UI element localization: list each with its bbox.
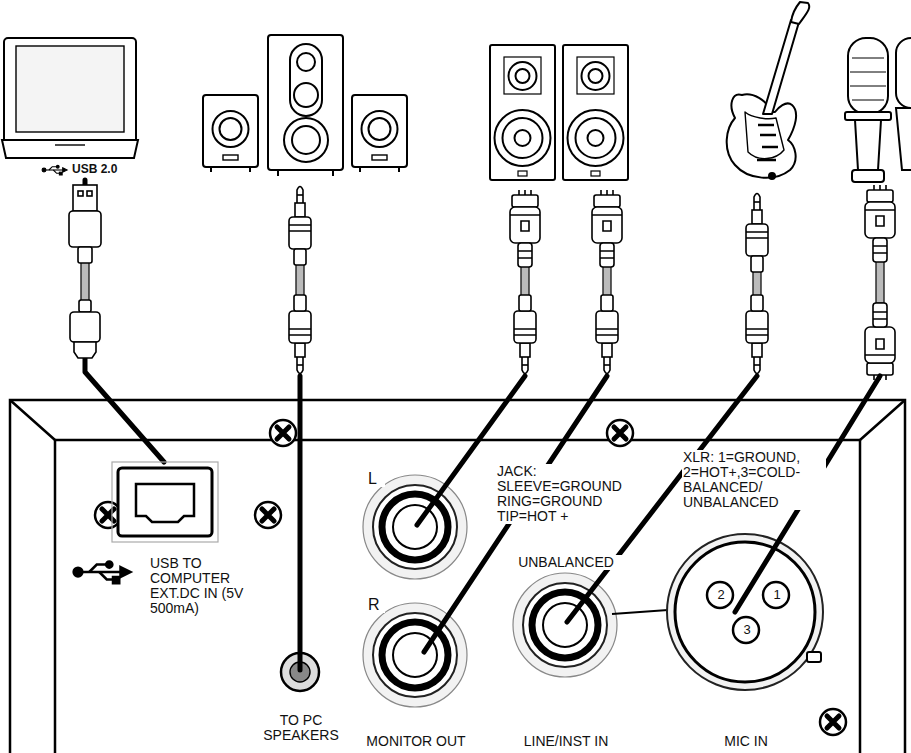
pin-number: 3 [740, 623, 754, 637]
channel-letter: L [367, 470, 385, 487]
socket-label: TO PC SPEAKERS [252, 713, 350, 743]
laptop-device: USB 2.0 [0, 28, 145, 179]
usb-port: USB TO COMPUTER EXT.DC IN (5V 500mA) [112, 462, 277, 618]
pin-number: 2 [714, 588, 728, 602]
node-text: USB TO COMPUTER EXT.DC IN (5V 500mA) [150, 556, 260, 616]
node-text: USB 2.0 [72, 162, 142, 177]
socket-label: LINE/INST IN [500, 734, 632, 749]
xlr-pinout-note: XLR: 1=GROUND, 2=HOT+,3=COLD- BALANCED/ … [682, 450, 826, 510]
socket-label: MONITOR OUT [350, 734, 482, 749]
socket-label: MIC IN [695, 734, 797, 749]
channel-letter: R [367, 596, 385, 613]
input-type-note: UNBALANCED [505, 555, 627, 570]
jack-pinout-note: JACK: SLEEVE=GROUND RING=GROUND TIP=HOT … [496, 464, 626, 524]
pin-number: 1 [770, 588, 784, 602]
